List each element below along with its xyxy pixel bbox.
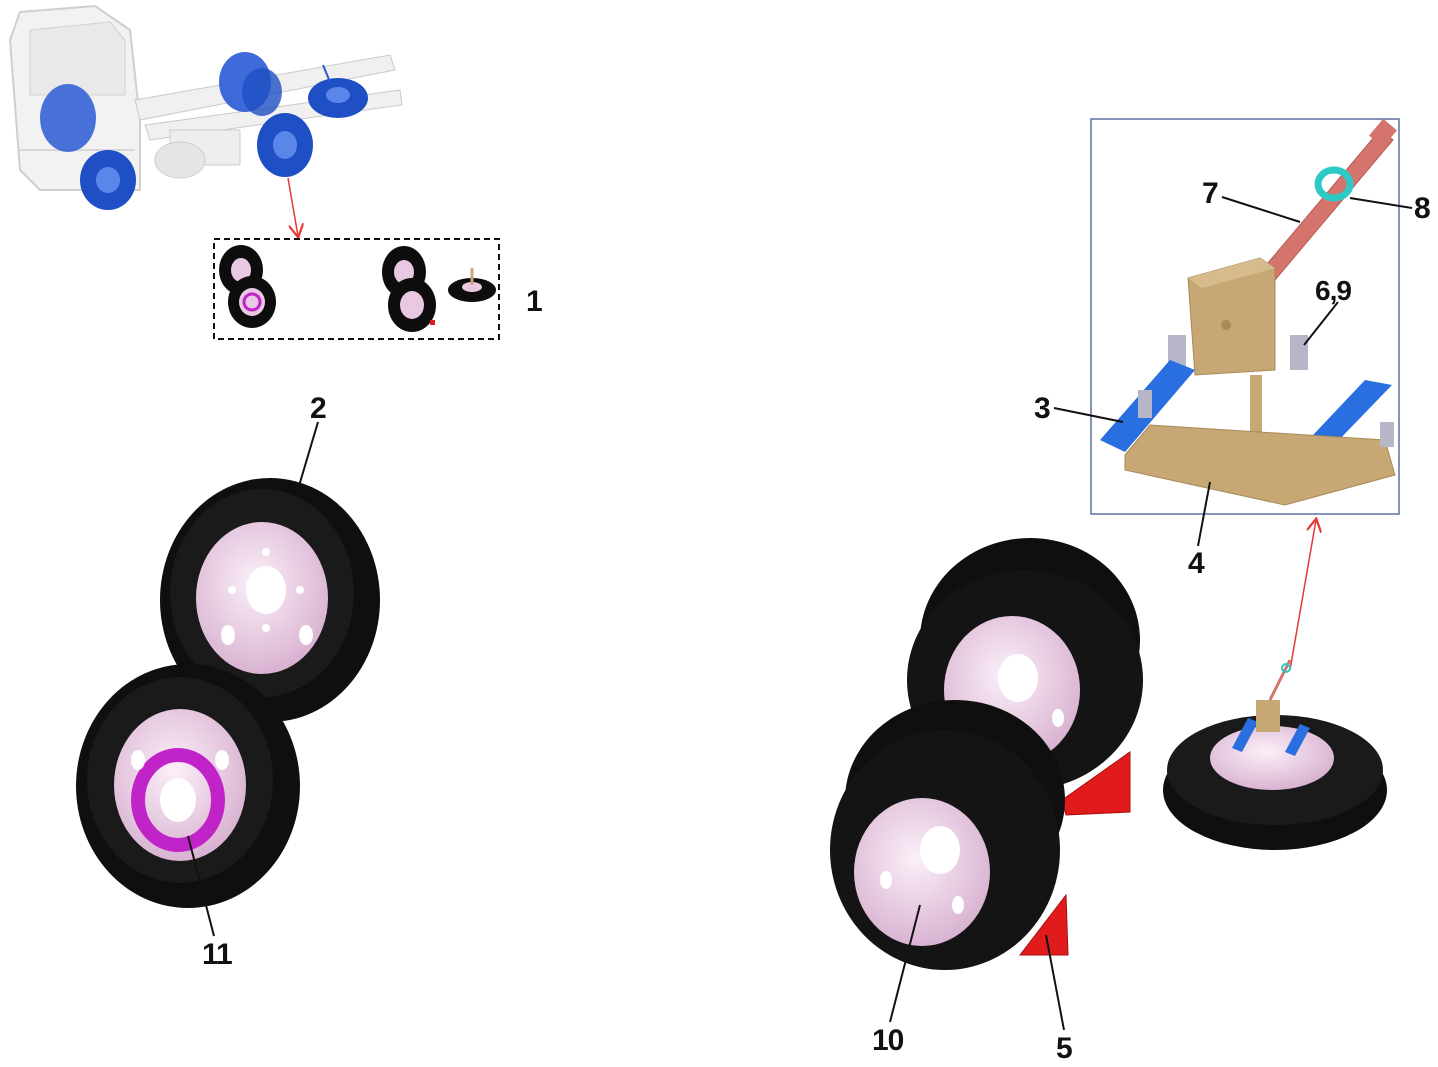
callout-1: 1 <box>526 285 542 318</box>
spacer-ring <box>131 748 225 852</box>
arrow-to-detail <box>1289 520 1316 671</box>
ring-8 <box>1314 166 1354 202</box>
callout-2: 2 <box>310 392 326 425</box>
arrow-to-group <box>287 177 298 236</box>
callout-11: 11 <box>202 938 232 971</box>
tire-icon <box>40 52 368 210</box>
spare-tire-on-carrier <box>1163 659 1387 850</box>
dual-tire-front <box>830 700 1065 970</box>
callout-7: 7 <box>1202 177 1218 210</box>
callout-4: 4 <box>1188 547 1205 580</box>
callout-6-9: 6,9 <box>1315 275 1351 306</box>
wheel-chock-icon <box>1018 751 1131 956</box>
callout-5: 5 <box>1056 1032 1072 1065</box>
wheel-group-box <box>213 238 500 340</box>
callout-3: 3 <box>1034 392 1050 425</box>
callout-10: 10 <box>872 1024 904 1057</box>
rear-tire-left-lower <box>76 664 300 908</box>
detail-frame <box>1090 118 1400 515</box>
spare-wheel-carrier-icon <box>1100 118 1397 506</box>
callout-8: 8 <box>1414 192 1430 225</box>
truck-chassis-icon <box>8 4 403 210</box>
wheel-group-thumbnails <box>219 245 496 332</box>
rear-tire-left-upper <box>160 478 380 722</box>
